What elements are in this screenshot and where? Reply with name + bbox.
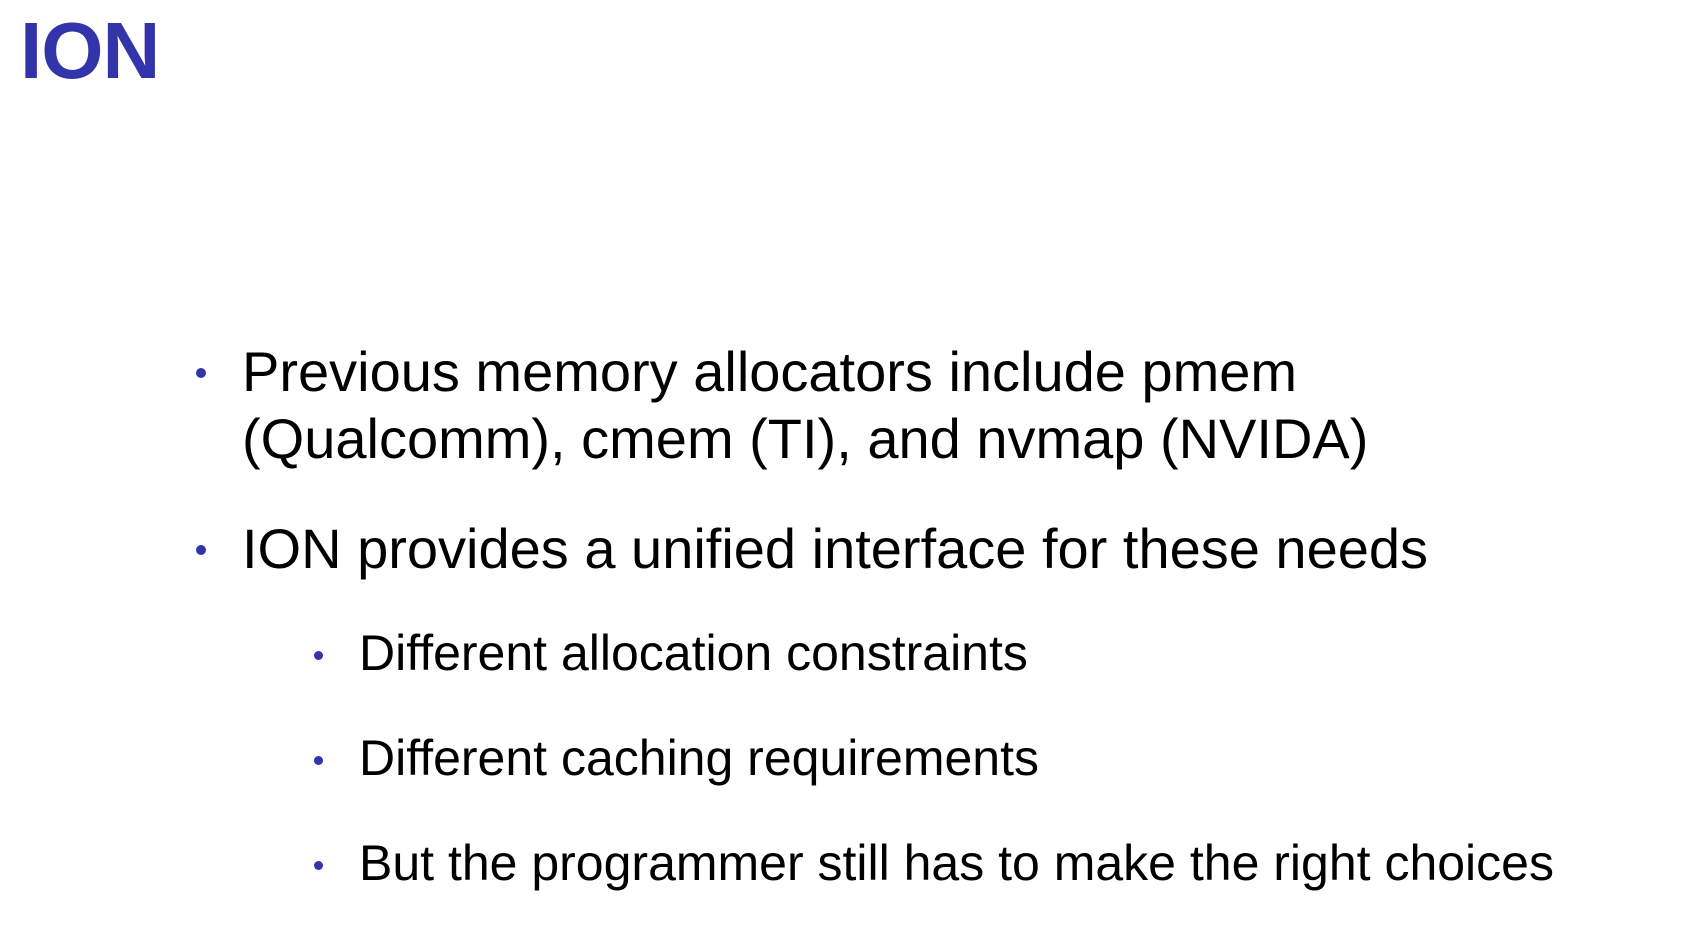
sub-bullet-text: Different caching requirements xyxy=(359,730,1039,786)
sub-bullet-item: Different allocation constraints xyxy=(314,624,1028,682)
bullet-text: Previous memory allocators include pmem … xyxy=(242,340,1369,470)
slide-title: ION xyxy=(20,6,160,95)
bullet-dot-icon xyxy=(196,368,206,378)
sub-bullet-text: Different allocation constraints xyxy=(359,625,1028,681)
sub-bullet-text: But the programmer still has to make the… xyxy=(359,835,1554,891)
bullet-item: Previous memory allocators include pmem … xyxy=(196,338,1368,472)
bullet-dot-icon xyxy=(196,545,206,555)
sub-bullet-dot-icon xyxy=(314,861,323,870)
bullet-item: ION provides a unified interface for the… xyxy=(196,515,1428,582)
bullet-text: ION provides a unified interface for the… xyxy=(242,517,1429,580)
sub-bullet-dot-icon xyxy=(314,651,323,660)
sub-bullet-dot-icon xyxy=(314,756,323,765)
sub-bullet-item: Different caching requirements xyxy=(314,729,1039,787)
sub-bullet-item: But the programmer still has to make the… xyxy=(314,834,1554,892)
